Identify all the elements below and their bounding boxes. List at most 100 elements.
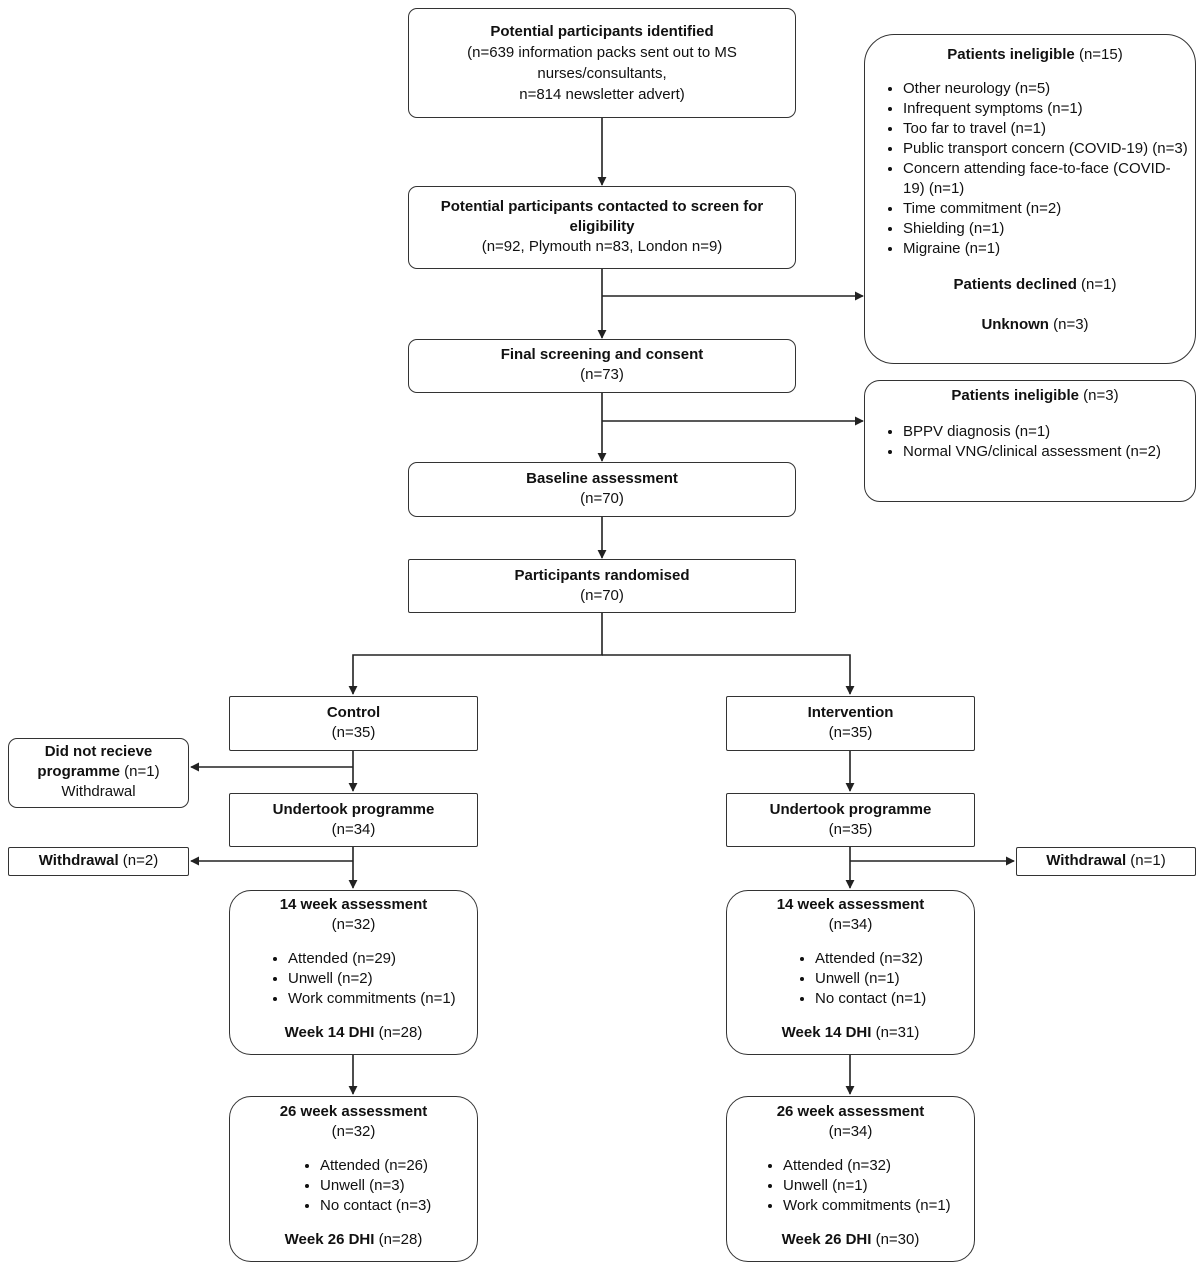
control-w14-dhi-count: (n=28): [378, 1024, 423, 1041]
control-undertook-box: Undertook programme (n=34): [229, 793, 478, 847]
list-item: Time commitment (n=2): [903, 199, 1189, 219]
list-item: Other neurology (n=5): [903, 79, 1189, 99]
control-count: (n=35): [331, 724, 376, 741]
control-withdrawal-box: Withdrawal (n=2): [8, 847, 189, 876]
did-not-receive-reason: Withdrawal: [61, 783, 136, 800]
identified-box: Potential participants identified (n=639…: [408, 8, 796, 118]
intervention-w14-dhi-count: (n=31): [875, 1024, 920, 1041]
list-item: Migraine (n=1): [903, 239, 1189, 259]
identified-line1: (n=639 information packs sent out to MS: [467, 44, 737, 61]
final-screening-count: (n=73): [580, 366, 624, 383]
ineligible1-heading: Patients ineligible (n=15): [881, 45, 1189, 65]
randomised-split-line-right: [602, 654, 855, 695]
list-item: Infrequent symptoms (n=1): [903, 99, 1189, 119]
final-screening-title: Final screening and consent: [500, 346, 704, 363]
intervention-withdrawal-box: Withdrawal (n=1): [1016, 847, 1196, 876]
control-w14-box: 14 week assessment (n=32) Attended (n=29…: [229, 890, 478, 1055]
intervention-count: (n=35): [828, 724, 873, 741]
ineligible2-title: Patients ineligible: [951, 387, 1079, 404]
intervention-w26-box: 26 week assessment (n=34) Attended (n=32…: [726, 1096, 975, 1262]
ineligible1-box: Patients ineligible (n=15) Other neurolo…: [864, 34, 1196, 364]
control-w14-dhi-title: Week 14 DHI: [284, 1024, 375, 1041]
list-item: No contact (n=3): [320, 1196, 469, 1216]
final-screening-box: Final screening and consent (n=73): [408, 339, 796, 393]
unknown-line: Unknown (n=3): [881, 315, 1189, 335]
control-undertook-count: (n=34): [331, 821, 376, 838]
did-not-receive-count: (n=1): [124, 763, 160, 780]
list-item: No contact (n=1): [815, 989, 966, 1009]
list-item: BPPV diagnosis (n=1): [903, 422, 1189, 442]
list-item: Work commitments (n=1): [783, 1196, 966, 1216]
control-withdrawal-count: (n=2): [122, 852, 159, 869]
randomised-split-line: [348, 613, 603, 695]
intervention-title: Intervention: [807, 704, 894, 721]
control-w26-dhi: Week 26 DHI (n=28): [238, 1230, 469, 1250]
list-item: Shielding (n=1): [903, 219, 1189, 239]
list-item: Work commitments (n=1): [288, 989, 469, 1009]
list-item: Too far to travel (n=1): [903, 119, 1189, 139]
ineligible1-title: Patients ineligible: [947, 46, 1075, 63]
identified-line3: n=814 newsletter advert): [519, 86, 685, 103]
unknown-title: Unknown: [981, 316, 1049, 333]
ineligible2-list: BPPV diagnosis (n=1) Normal VNG/clinical…: [881, 422, 1189, 462]
intervention-w26-dhi-title: Week 26 DHI: [781, 1231, 872, 1248]
intervention-w14-box: 14 week assessment (n=34) Attended (n=32…: [726, 890, 975, 1055]
ineligible2-box: Patients ineligible (n=3) BPPV diagnosis…: [864, 380, 1196, 502]
intervention-w26-dhi: Week 26 DHI (n=30): [735, 1230, 966, 1250]
control-w14-title: 14 week assessment: [279, 896, 428, 913]
intervention-undertook-count: (n=35): [828, 821, 873, 838]
list-item: Normal VNG/clinical assessment (n=2): [903, 442, 1189, 462]
control-undertook-title: Undertook programme: [272, 801, 435, 818]
list-item: Attended (n=26): [320, 1156, 469, 1176]
list-item: Unwell (n=3): [320, 1176, 469, 1196]
intervention-undertook-title: Undertook programme: [769, 801, 932, 818]
control-withdrawal-title: Withdrawal: [38, 852, 119, 869]
intervention-undertook-box: Undertook programme (n=35): [726, 793, 975, 847]
intervention-w14-count: (n=34): [828, 916, 873, 933]
list-item: Unwell (n=1): [815, 969, 966, 989]
intervention-withdrawal-count: (n=1): [1130, 852, 1166, 869]
intervention-w26-list: Attended (n=32) Unwell (n=1) Work commit…: [735, 1156, 966, 1216]
control-w14-count: (n=32): [331, 916, 376, 933]
control-box: Control (n=35): [229, 696, 478, 751]
list-item: Attended (n=32): [783, 1156, 966, 1176]
contacted-title: Potential participants contacted to scre…: [440, 198, 764, 235]
ineligible2-count: (n=3): [1083, 387, 1119, 404]
intervention-box: Intervention (n=35): [726, 696, 975, 751]
intervention-w14-list: Attended (n=32) Unwell (n=1) No contact …: [735, 949, 966, 1009]
identified-title: Potential participants identified: [490, 23, 714, 40]
randomised-box: Participants randomised (n=70): [408, 559, 796, 613]
control-w26-dhi-count: (n=28): [378, 1231, 423, 1248]
contacted-detail: (n=92, Plymouth n=83, London n=9): [481, 238, 723, 255]
contacted-box: Potential participants contacted to scre…: [408, 186, 796, 269]
baseline-count: (n=70): [580, 490, 624, 507]
randomised-title: Participants randomised: [514, 567, 690, 584]
list-item: Unwell (n=2): [288, 969, 469, 989]
ineligible2-heading: Patients ineligible (n=3): [881, 386, 1189, 406]
ineligible1-list: Other neurology (n=5) Infrequent symptom…: [881, 79, 1189, 259]
randomised-count: (n=70): [580, 587, 624, 604]
list-item: Public transport concern (COVID-19) (n=3…: [903, 139, 1189, 159]
identified-line2: nurses/consultants,: [537, 65, 667, 82]
control-w26-dhi-title: Week 26 DHI: [284, 1231, 375, 1248]
control-w14-list: Attended (n=29) Unwell (n=2) Work commit…: [238, 949, 469, 1009]
intervention-w26-dhi-count: (n=30): [875, 1231, 920, 1248]
baseline-title: Baseline assessment: [526, 470, 678, 487]
intervention-w26-count: (n=34): [828, 1123, 873, 1140]
control-title: Control: [326, 704, 381, 721]
control-w26-box: 26 week assessment (n=32) Attended (n=26…: [229, 1096, 478, 1262]
control-w14-dhi: Week 14 DHI (n=28): [238, 1023, 469, 1043]
did-not-receive-box: Did not recieve programme (n=1) Withdraw…: [8, 738, 189, 808]
intervention-w14-dhi: Week 14 DHI (n=31): [735, 1023, 966, 1043]
unknown-count: (n=3): [1053, 316, 1089, 333]
did-not-receive-title: Did not recieve programme: [37, 743, 153, 780]
baseline-box: Baseline assessment (n=70): [408, 462, 796, 517]
intervention-withdrawal-title: Withdrawal: [1046, 852, 1127, 869]
declined-line: Patients declined (n=1): [881, 275, 1189, 295]
list-item: Unwell (n=1): [783, 1176, 966, 1196]
control-w26-list: Attended (n=26) Unwell (n=3) No contact …: [238, 1156, 469, 1216]
intervention-w26-title: 26 week assessment: [776, 1103, 925, 1120]
control-w26-count: (n=32): [331, 1123, 376, 1140]
list-item: Concern attending face-to-face (COVID-19…: [903, 159, 1189, 199]
